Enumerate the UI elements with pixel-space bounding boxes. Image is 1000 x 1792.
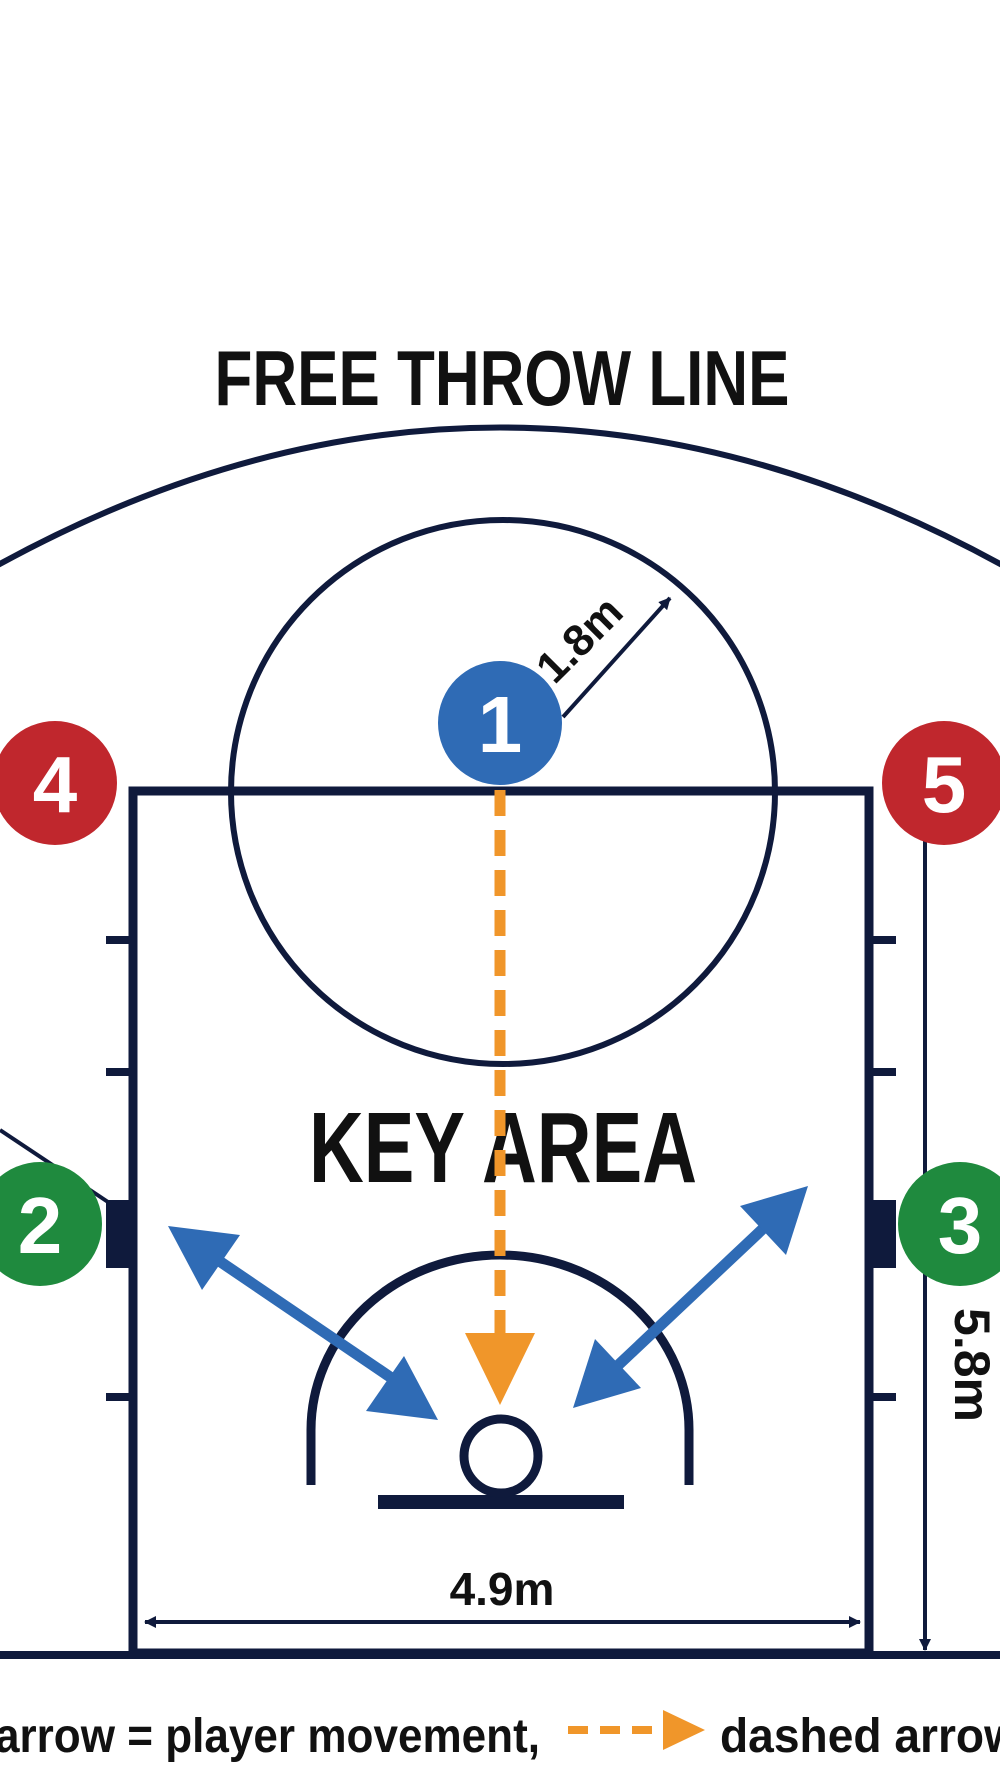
lane-marks <box>106 936 896 1401</box>
key-area-label: KEY AREA <box>309 1092 697 1204</box>
player-1-badge <box>438 661 562 785</box>
player-2-badge <box>0 1162 102 1286</box>
lane-block-left <box>106 1200 130 1268</box>
player-1-number: 1 <box>478 680 523 769</box>
movement-arrow-left <box>168 1226 438 1420</box>
title: FREE THROW LINE <box>215 334 790 422</box>
length-label: 5.8m <box>944 1308 1000 1422</box>
three-point-arc <box>0 424 1000 568</box>
player-5-number: 5 <box>922 740 967 829</box>
player-2-number: 2 <box>18 1181 63 1270</box>
radius-dimension-line <box>561 596 672 719</box>
width-label: 4.9m <box>450 1563 555 1615</box>
player-3: 3 <box>898 1162 1000 1286</box>
player-4: 4 <box>0 721 117 845</box>
lane-block-right <box>872 1200 896 1268</box>
player-1: 1 <box>438 661 562 785</box>
legend-dashed-arrowhead <box>663 1710 705 1750</box>
radius-label: 1.8m <box>527 587 633 693</box>
hoop <box>459 1414 543 1498</box>
player-3-badge <box>898 1162 1000 1286</box>
player-5: 5 <box>882 721 1000 845</box>
player-3-number: 3 <box>938 1181 983 1270</box>
legend-dashed-text: dashed arrow <box>720 1710 1000 1763</box>
legend-solid-text: arrow = player movement, <box>0 1710 540 1763</box>
player-2: 2 <box>0 1162 102 1286</box>
player-4-badge <box>0 721 117 845</box>
player-4-number: 4 <box>33 740 78 829</box>
movement-arrow-right <box>573 1186 808 1408</box>
player-5-badge <box>882 721 1000 845</box>
pass-arrowhead <box>465 1333 535 1405</box>
